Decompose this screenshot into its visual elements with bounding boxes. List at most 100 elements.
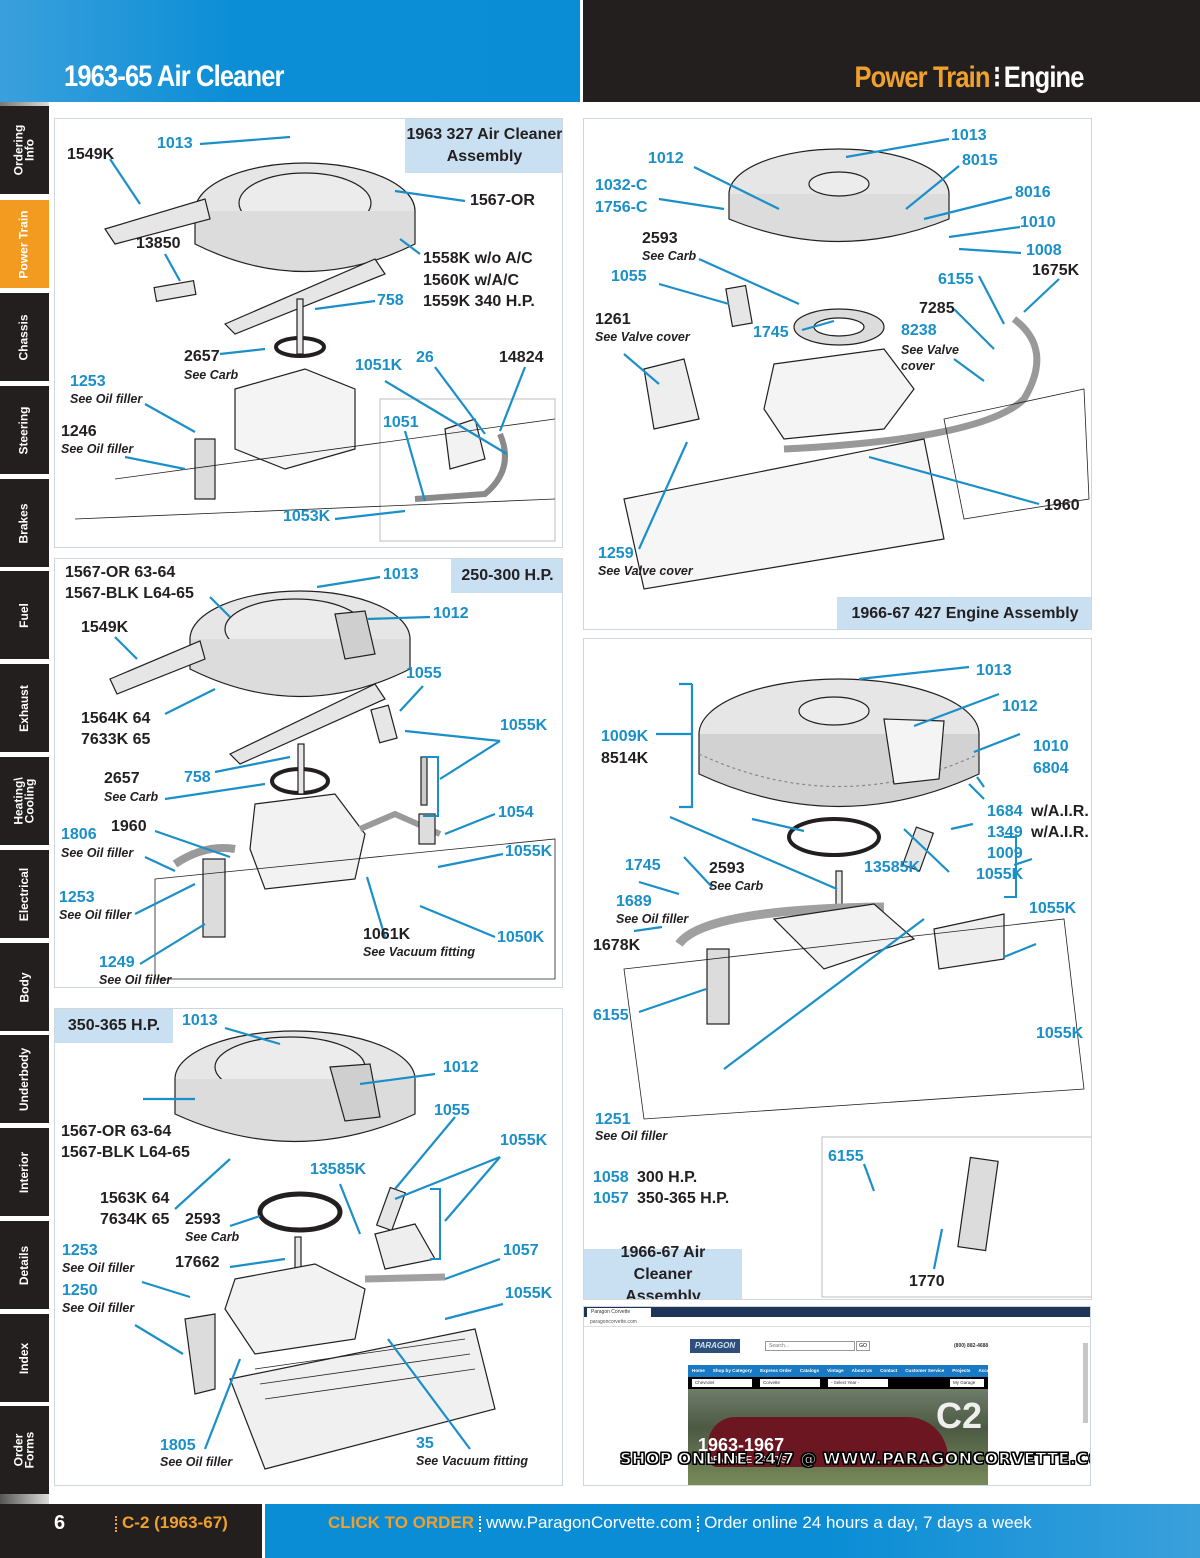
part-label[interactable]: 1012 [648,150,684,167]
sidebar-tab-power-train[interactable]: Power Train [0,200,49,290]
part-label[interactable]: 1960 [111,818,147,835]
part-label[interactable]: 1745 [625,857,661,874]
part-label[interactable]: 1013 [383,566,419,583]
part-label[interactable]: 2593 [185,1211,221,1228]
part-label[interactable]: 1745 [753,324,789,341]
part-label[interactable]: 14824 [499,349,544,366]
sidebar-tab-heating-cooling[interactable]: Heating\ Cooling [0,757,49,847]
part-label[interactable]: 1055K [1036,1025,1084,1042]
part-label[interactable]: 1250 [62,1282,98,1299]
part-label[interactable]: 1549K [81,619,129,636]
part-label[interactable]: 1055K [976,866,1024,883]
part-label[interactable]: 1558K w/o A/C [423,250,533,267]
part-label[interactable]: 6155 [593,1007,629,1024]
part-label[interactable]: 1012 [433,605,469,622]
part-label[interactable]: 1058 [593,1169,629,1186]
part-label[interactable]: 1805 [160,1437,196,1454]
part-label[interactable]: 1253 [59,889,95,906]
sidebar-tab-interior[interactable]: Interior [0,1128,49,1218]
part-label[interactable]: 7633K 65 [81,731,151,748]
part-label[interactable]: 1567-OR 63-64 [61,1123,172,1140]
part-label[interactable]: 1010 [1033,738,1069,755]
part-label[interactable]: 6804 [1033,760,1069,777]
part-label[interactable]: 1054 [498,804,534,821]
part-label[interactable]: 1061K [363,926,411,943]
part-label[interactable]: 17662 [175,1254,220,1271]
sidebar-tab-underbody[interactable]: Underbody [0,1035,49,1125]
part-label[interactable]: 1013 [951,127,987,144]
part-label[interactable]: 1057 [503,1242,539,1259]
click-to-order-label[interactable]: CLICK TO ORDER [328,1513,475,1532]
part-label[interactable]: 1259 [598,545,634,562]
part-label[interactable]: 1261 [595,311,631,328]
part-label[interactable]: 1564K 64 [81,710,151,727]
part-label[interactable]: 1032-C [595,177,648,194]
part-label[interactable]: 8238 [901,322,937,339]
part-label[interactable]: 7634K 65 [100,1211,170,1228]
part-label[interactable]: 1756-C [595,199,648,216]
part-label[interactable]: 13585K [864,859,921,876]
part-label[interactable]: 1678K [593,937,641,954]
part-label[interactable]: 1253 [70,373,106,390]
part-label[interactable]: 7285 [919,300,955,317]
part-label[interactable]: 1246 [61,423,97,440]
part-label[interactable]: 1010 [1020,214,1056,231]
part-label[interactable]: 35 [416,1435,434,1452]
part-label[interactable]: 13585K [310,1161,367,1178]
part-label[interactable]: 13850 [136,235,181,252]
part-label[interactable]: 1051 [383,414,419,431]
part-label[interactable]: 1055 [406,665,442,682]
part-label[interactable]: 1251 [595,1111,631,1128]
part-label[interactable]: 1560K w/A/C [423,272,520,289]
sidebar-tab-ordering-info[interactable]: Ordering Info [0,106,49,196]
sidebar-tab-fuel[interactable]: Fuel [0,571,49,661]
part-label[interactable]: 2657 [104,770,140,787]
part-label[interactable]: 1008 [1026,242,1062,259]
part-label[interactable]: 1051K [355,357,403,374]
part-label[interactable]: 758 [377,292,404,309]
part-label[interactable]: 1806 [61,826,97,843]
sidebar-tab-body[interactable]: Body [0,943,49,1033]
part-label[interactable]: 1559K 340 H.P. [423,293,535,310]
part-label[interactable]: 1055K [505,1285,553,1302]
part-label[interactable]: 1349 [987,824,1023,841]
part-label[interactable]: 1013 [976,662,1012,679]
part-label[interactable]: 1009K [601,728,649,745]
part-label[interactable]: 1013 [157,135,193,152]
part-label[interactable]: 1675K [1032,262,1080,279]
sidebar-tab-chassis[interactable]: Chassis [0,293,49,383]
part-label[interactable]: 1567-BLK L64-65 [65,585,194,602]
sidebar-tab-index[interactable]: Index [0,1314,49,1404]
part-label[interactable]: 758 [184,769,211,786]
part-label[interactable]: 1055K [500,717,548,734]
part-label[interactable]: 1684 [987,803,1023,820]
part-label[interactable]: 1055K [505,843,553,860]
part-label[interactable]: 1249 [99,954,135,971]
part-label[interactable]: 1567-OR 63-64 [65,564,176,581]
part-label[interactable]: 6155 [938,271,974,288]
part-label[interactable]: 1567-BLK L64-65 [61,1144,190,1161]
part-label[interactable]: 1055 [434,1102,470,1119]
sidebar-tab-exhaust[interactable]: Exhaust [0,664,49,754]
sidebar-tab-order-forms[interactable]: Order Forms [0,1406,49,1496]
sidebar-tab-steering[interactable]: Steering [0,386,49,476]
website-promo-screenshot[interactable]: Paragon Corvette Reproductions paragonco… [583,1306,1091,1486]
part-label[interactable]: 1960 [1044,497,1080,514]
part-label[interactable]: 1253 [62,1242,98,1259]
part-label[interactable]: 2593 [642,230,678,247]
part-label[interactable]: 8514K [601,750,649,767]
part-label[interactable]: 1009 [987,845,1023,862]
breadcrumb-section[interactable]: Power Train [854,61,991,94]
part-label[interactable]: 2593 [709,860,745,877]
part-label[interactable]: 2657 [184,348,220,365]
part-label[interactable]: 1563K 64 [100,1190,170,1207]
part-label[interactable]: 1055 [611,268,647,285]
part-label[interactable]: 1012 [1002,698,1038,715]
part-label[interactable]: 1012 [443,1059,479,1076]
part-label[interactable]: 1055K [500,1132,548,1149]
part-label[interactable]: 1549K [67,146,115,163]
sidebar-tab-details[interactable]: Details [0,1221,49,1311]
part-label[interactable]: 1053K [283,508,331,525]
part-label[interactable]: 8016 [1015,184,1051,201]
